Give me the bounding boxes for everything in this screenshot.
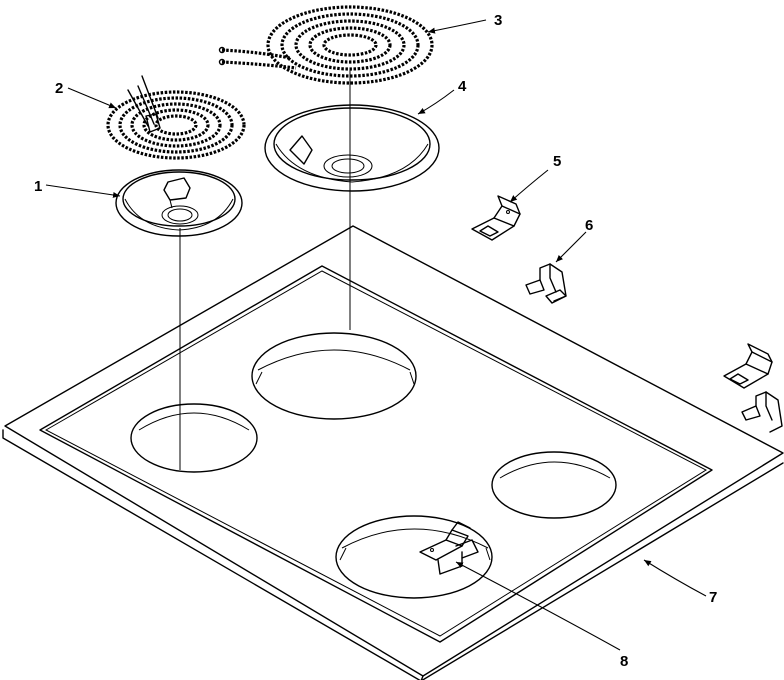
callout-6: 6 bbox=[585, 217, 593, 234]
receptacle-clip bbox=[525, 263, 567, 304]
drip-bowl-large bbox=[264, 104, 440, 192]
drip-bowl-small bbox=[115, 169, 243, 237]
surface-element-small bbox=[106, 75, 246, 160]
burner-opening-left-rear bbox=[130, 403, 258, 473]
cooktop-panel bbox=[2, 225, 784, 680]
callout-7: 7 bbox=[709, 589, 717, 606]
burner-opening-front-large bbox=[335, 515, 493, 599]
receptacle-clip-installed bbox=[741, 391, 783, 433]
burner-opening-center-large bbox=[251, 332, 417, 420]
callout-1: 1 bbox=[34, 178, 42, 195]
callout-2: 2 bbox=[55, 80, 63, 97]
mounting-bracket-installed bbox=[723, 343, 773, 389]
leader-lines bbox=[45, 19, 707, 651]
callout-5: 5 bbox=[553, 153, 561, 170]
alignment-lines bbox=[179, 70, 351, 470]
burner-opening-right bbox=[491, 451, 617, 519]
callout-3: 3 bbox=[494, 12, 502, 29]
surface-element-large bbox=[218, 5, 434, 85]
callouts: 1 2 3 4 5 6 7 8 bbox=[34, 12, 717, 670]
mounting-bracket bbox=[471, 195, 521, 241]
callout-8: 8 bbox=[620, 653, 628, 670]
callout-4: 4 bbox=[458, 78, 467, 95]
terminal-block bbox=[419, 521, 479, 575]
